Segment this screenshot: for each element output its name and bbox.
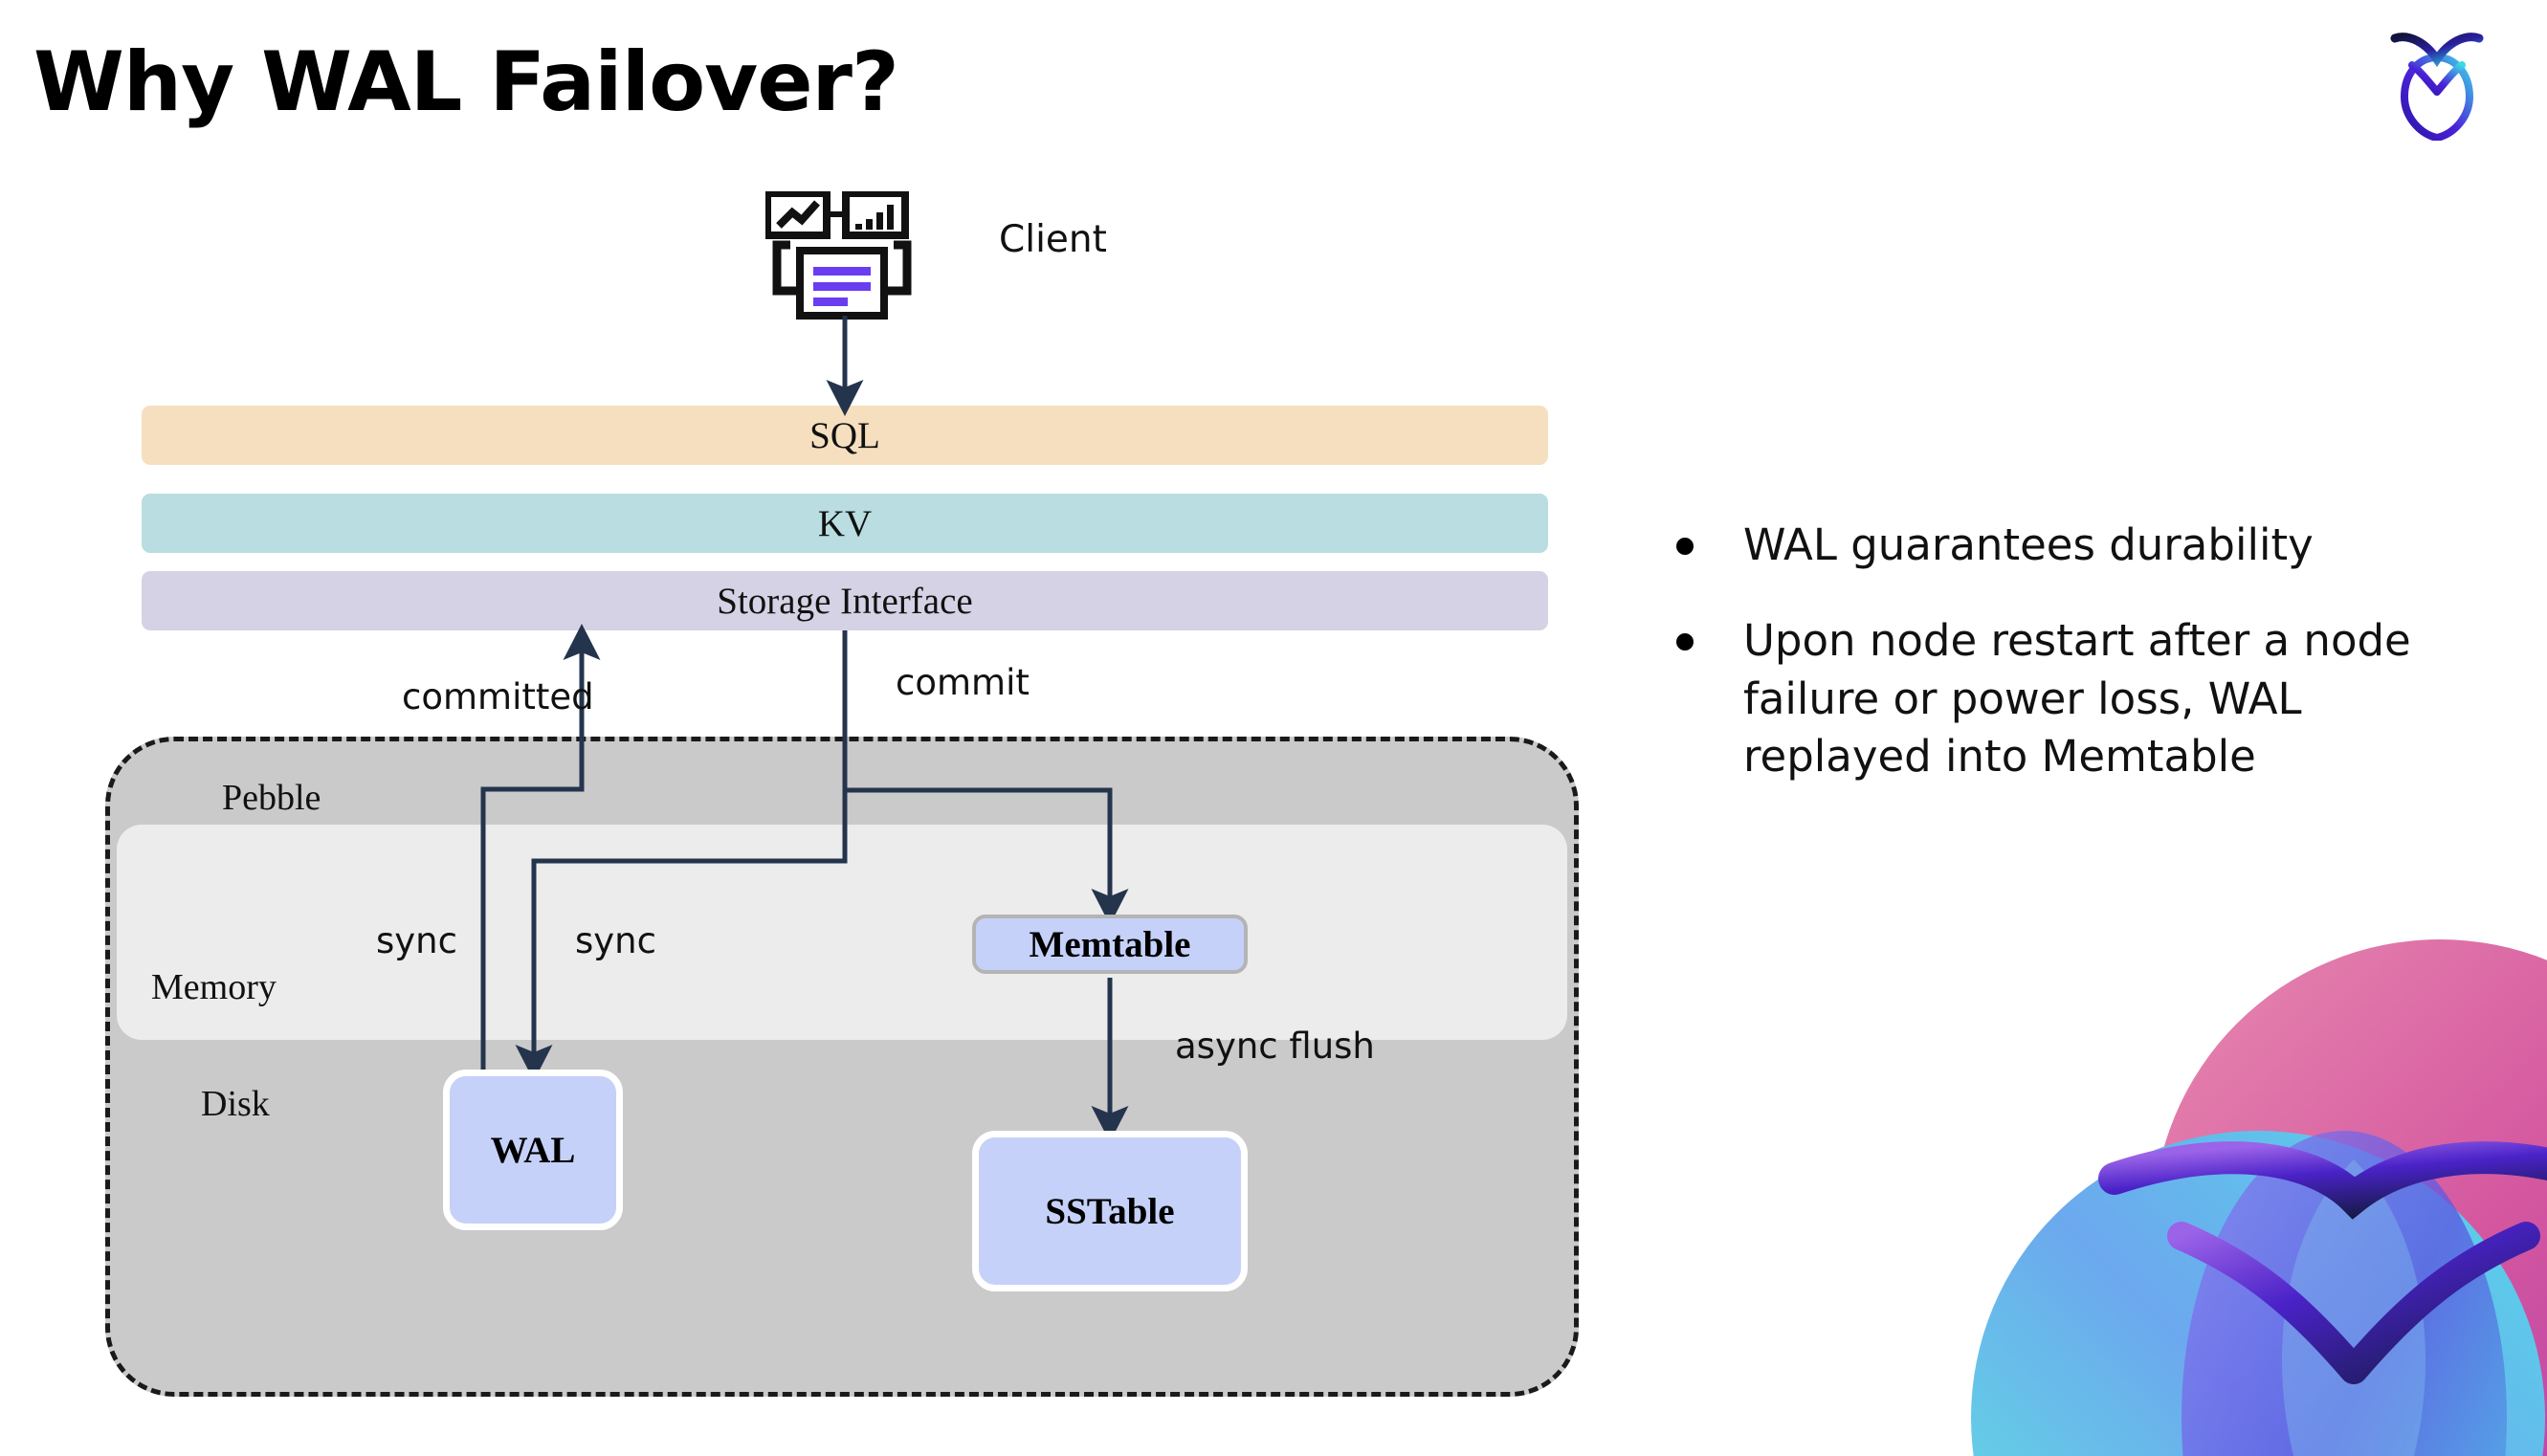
bullet-dot-icon (1676, 538, 1694, 555)
page-title: Why WAL Failover? (33, 34, 899, 130)
node-label-wal: WAL (490, 1129, 576, 1171)
node-sstable: SSTable (972, 1131, 1248, 1291)
node-wal: WAL (443, 1070, 623, 1230)
bullet-text: WAL guarantees durability (1743, 519, 2314, 570)
layer-bar-kv: KV (142, 494, 1548, 553)
edge-label-commit: commit (896, 662, 1030, 703)
edge-label-committed: committed (402, 676, 594, 717)
layer-bar-storage-interface: Storage Interface (142, 571, 1548, 630)
bullet-list: WAL guarantees durability Upon node rest… (1676, 517, 2499, 824)
zone-label-disk: Disk (201, 1084, 270, 1124)
zone-label-memory: Memory (151, 967, 277, 1007)
edge-label-async-flush: async flush (1175, 1026, 1375, 1067)
layer-label-storage-interface: Storage Interface (717, 580, 973, 622)
list-item: WAL guarantees durability (1676, 517, 2499, 574)
architecture-diagram: Client SQL KV Storage Interface Pebble M… (105, 189, 1579, 1397)
edge-label-sync-committed: sync (376, 920, 457, 961)
node-label-memtable: Memtable (1029, 923, 1191, 965)
decorative-logo-art (1942, 920, 2547, 1456)
layer-label-sql: SQL (809, 414, 880, 456)
memory-zone (117, 825, 1567, 1040)
node-memtable: Memtable (972, 915, 1248, 974)
zone-label-pebble: Pebble (222, 778, 321, 818)
client-devices-icon (764, 189, 919, 320)
slide-canvas: Why WAL Failover? (33, 21, 2547, 1456)
list-item: Upon node restart after a node failure o… (1676, 612, 2499, 785)
client-label: Client (999, 218, 1107, 261)
bullet-dot-icon (1676, 633, 1694, 651)
cockroachdb-logo-icon (2380, 21, 2494, 143)
bullet-text: Upon node restart after a node failure o… (1743, 615, 2411, 782)
edge-label-sync-commit: sync (575, 920, 656, 961)
layer-bar-sql: SQL (142, 406, 1548, 465)
node-label-sstable: SSTable (1045, 1190, 1175, 1232)
layer-label-kv: KV (817, 502, 873, 544)
